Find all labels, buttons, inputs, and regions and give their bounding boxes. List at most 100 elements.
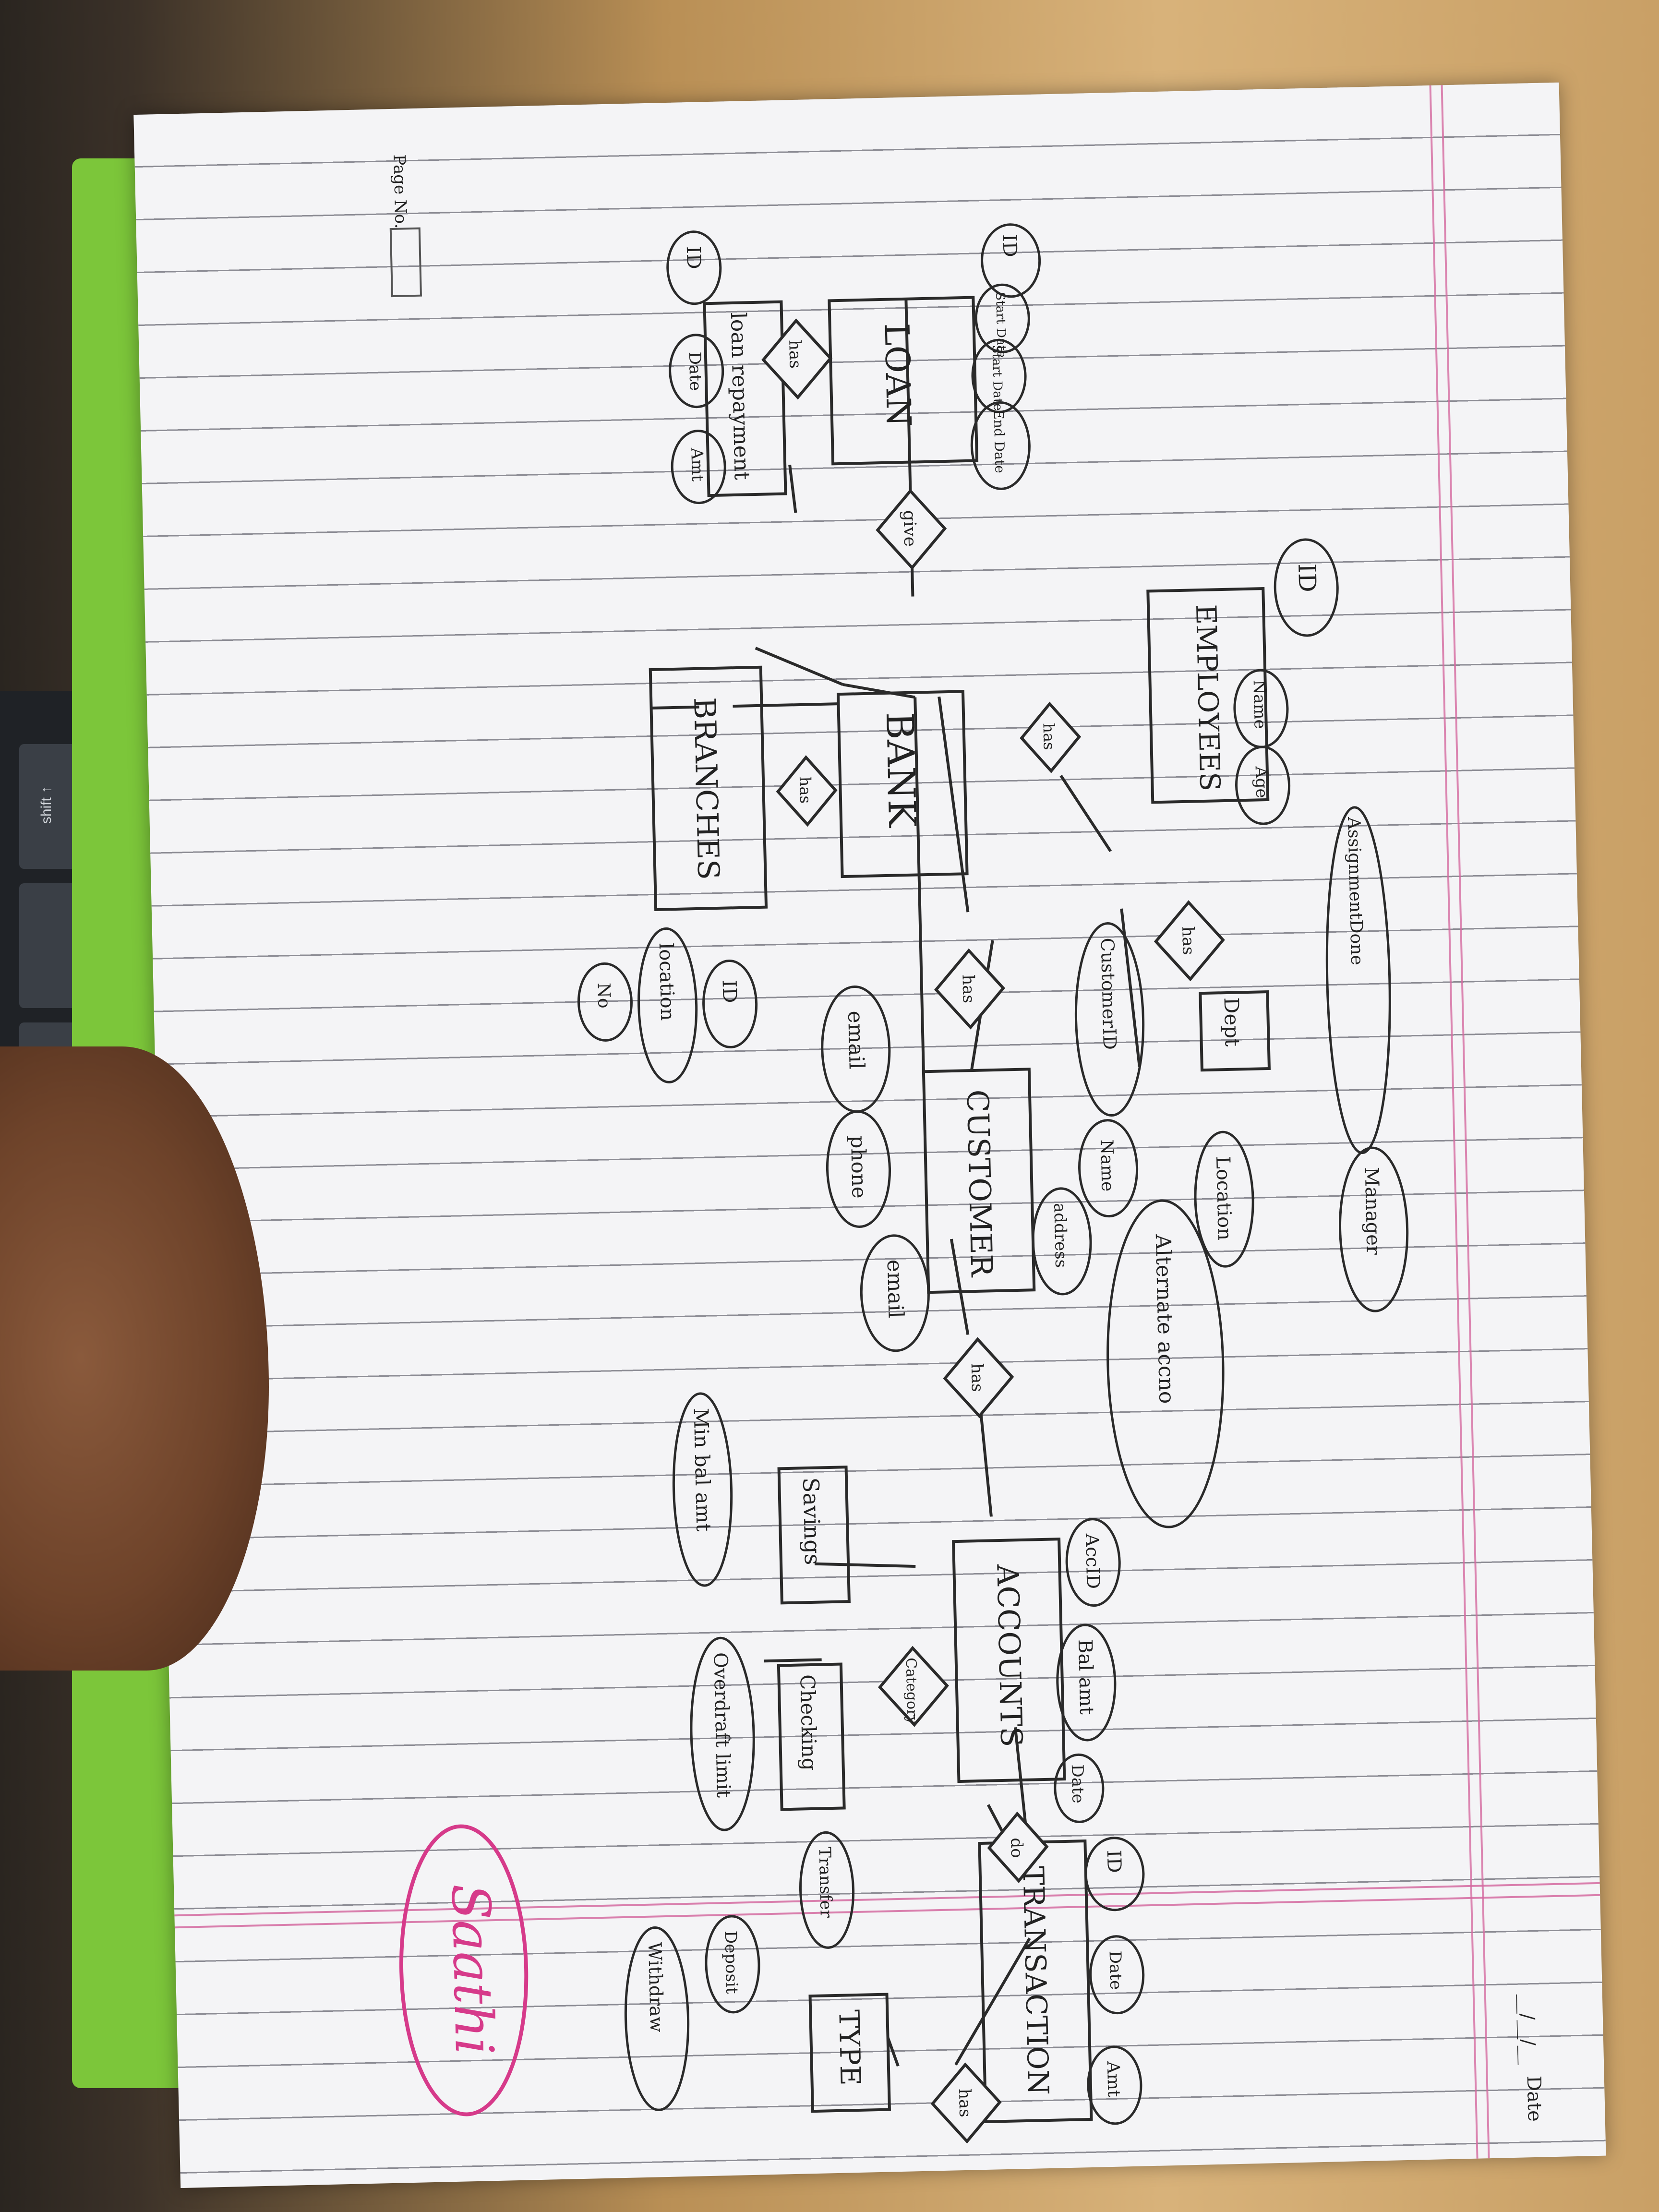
attr-label: Age [1251, 766, 1272, 798]
entity-loan-repayment [703, 300, 787, 497]
attr-label: address [1050, 1203, 1070, 1268]
attr-label: Location [1212, 1156, 1236, 1241]
entity-label: Dept [1220, 997, 1244, 1047]
attr-oval [971, 338, 1027, 413]
entity-label: EMPLOYEES [1190, 604, 1226, 792]
attr-oval [981, 223, 1041, 298]
attr-label: Amt [1103, 2060, 1124, 2097]
entity-label: Savings [798, 1477, 826, 1565]
attr-label: Start Date [989, 345, 1005, 411]
rel-has [934, 948, 1005, 1030]
attr-oval [1087, 2045, 1142, 2125]
attr-label: Withdraw [644, 1942, 667, 2032]
attr-label: CustomerID [1097, 938, 1120, 1050]
attr-oval [1106, 1199, 1225, 1528]
rel-has [776, 755, 838, 827]
attr-label: Manager [1360, 1167, 1384, 1256]
attr-oval [1089, 1935, 1145, 2015]
entity-label: TYPE [832, 2009, 867, 2086]
attr-label: email [882, 1259, 908, 1318]
rel-label: has [785, 340, 805, 369]
date-label: Date [1523, 2076, 1546, 2122]
attr-label: Transfer [815, 1847, 835, 1918]
attr-label: phone [846, 1135, 871, 1199]
entity-dept [1199, 990, 1271, 1072]
entity-label: BANK [878, 711, 923, 829]
attr-oval [799, 1831, 855, 1949]
entity-type [808, 1993, 891, 2113]
entity-bank [836, 690, 969, 878]
entity-savings [777, 1466, 851, 1605]
attr-label: email [843, 1010, 869, 1070]
attr-oval [1194, 1130, 1254, 1268]
attr-label: ID [718, 980, 740, 1003]
entity-label: loan repayment [726, 312, 754, 481]
attr-oval [705, 1915, 760, 2014]
attr-label: Amt [687, 447, 707, 482]
attr-oval [1056, 1623, 1117, 1742]
rel-category [878, 1646, 949, 1727]
attr-label: Date [1106, 1950, 1126, 1990]
attr-oval [974, 283, 1030, 353]
rel-label: has [1039, 723, 1058, 750]
attr-label: No [594, 983, 614, 1009]
entity-branches [649, 665, 768, 911]
attr-label: Bal amt [1074, 1639, 1098, 1715]
rel-label: Category [902, 1658, 921, 1725]
attr-oval [1084, 1837, 1145, 1911]
page-no-box [389, 227, 422, 298]
rel-has [943, 1337, 1014, 1419]
date-value: __/__/__ [1516, 1994, 1539, 2065]
attr-label: Name [1096, 1139, 1117, 1191]
rel-label: has [796, 776, 815, 804]
attr-label: ID [1293, 563, 1321, 592]
attr-label: Start Date [993, 292, 1009, 358]
attr-oval [702, 959, 758, 1048]
entity-loan [828, 296, 979, 466]
brand-text: Saathi [440, 1883, 505, 2056]
attr-oval [577, 962, 633, 1042]
attr-oval [826, 1110, 891, 1228]
attr-label: Overdraft limit [709, 1652, 734, 1798]
entity-label: TRANSACTION [1016, 1866, 1055, 2095]
rel-has [1154, 900, 1225, 982]
attr-oval [1054, 1753, 1105, 1823]
entity-label: LOAN [877, 323, 919, 427]
attr-oval [690, 1636, 755, 1831]
attr-oval [1274, 538, 1339, 637]
attr-label: AssignmentDone [1344, 816, 1367, 965]
rel-has [1020, 701, 1082, 773]
attr-oval [672, 1392, 733, 1587]
attr-oval [1074, 922, 1145, 1117]
page-no-label: Page No. [389, 154, 410, 229]
attr-label: Date [685, 351, 705, 391]
attr-label: Name [1250, 680, 1270, 729]
rel-label: has [967, 1363, 987, 1393]
hand [0, 1046, 269, 1671]
rel-give [876, 489, 947, 570]
entity-label: CUSTOMER [960, 1089, 999, 1278]
attr-oval [1032, 1187, 1092, 1296]
rel-has [930, 2062, 1002, 2144]
attr-oval [669, 334, 724, 409]
attr-oval [1065, 1518, 1121, 1607]
attr-label: Deposit [721, 1930, 741, 1994]
attr-oval [637, 927, 698, 1083]
attr-label: Alternate accno [1151, 1234, 1179, 1404]
entity-label: ACCOUNTS [990, 1563, 1029, 1747]
rel-has [761, 318, 833, 400]
entity-checking [777, 1662, 846, 1811]
brand-logo [399, 1824, 529, 2116]
attr-label: location [655, 943, 679, 1021]
entity-label: BRANCHES [687, 697, 726, 880]
attr-oval [1339, 1146, 1409, 1312]
attr-oval [624, 1926, 690, 2111]
attr-label: ID [682, 246, 705, 269]
rel-do [987, 1811, 1049, 1883]
attr-label: ID [998, 234, 1021, 257]
attr-label: End Date [991, 409, 1008, 473]
attr-oval [1078, 1119, 1139, 1218]
attr-oval [970, 401, 1031, 490]
rel-label: has [958, 974, 978, 1004]
rel-label: do [1007, 1838, 1026, 1858]
